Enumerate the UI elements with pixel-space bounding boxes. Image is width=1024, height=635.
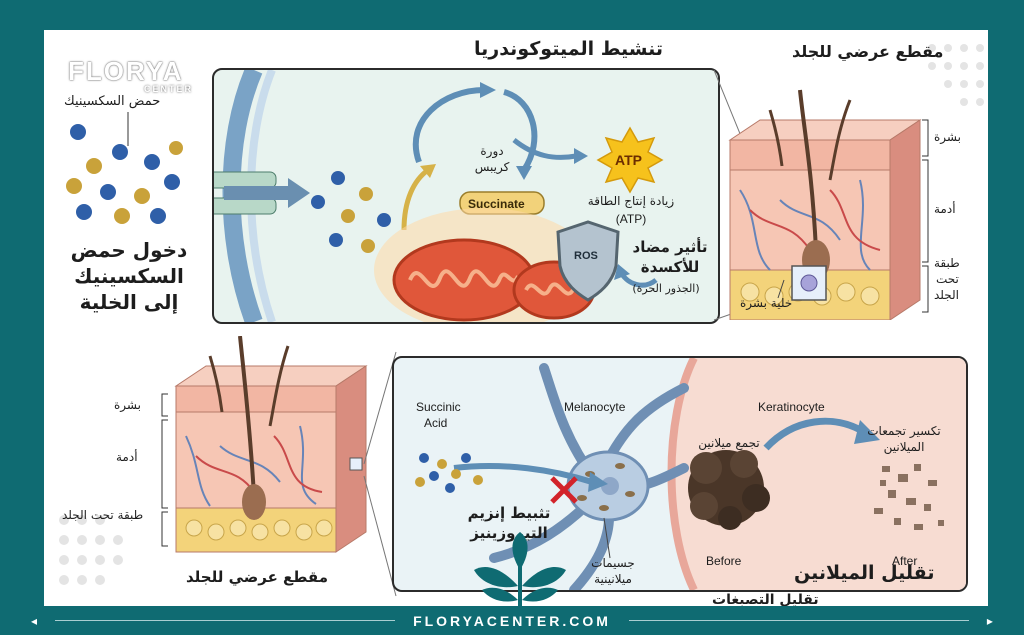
reduce-melanin-title: تقليل الميلانين <box>794 562 935 584</box>
after-label: After <box>892 554 918 568</box>
breakup-label-line1: تكسير تجمعات <box>867 424 941 438</box>
footer-divider-left <box>55 620 396 621</box>
skin-section-title-top: مقطع عرضي للجلد <box>792 42 944 61</box>
succinic-acid-label-line2: Acid <box>424 416 448 430</box>
succinic-acid-label: حمض السكسينيك <box>64 94 161 109</box>
footer-arrow-left-icon: ◂ <box>31 613 38 628</box>
succinic-acid-label-line1: Succinic <box>416 400 461 414</box>
atp-star-label: ATP <box>615 152 642 168</box>
melanin-panel: Succinic Acid Melanocyte Keratinocyte تث… <box>392 356 968 592</box>
skin-cell-pointer <box>777 279 785 299</box>
layer-subcutaneous-top-2: تحت <box>936 272 959 286</box>
footer-arrow-right-icon: ▸ <box>986 613 993 628</box>
free-radicals-label: (الجذور الحرة) <box>632 282 700 295</box>
layer-brackets-bottom <box>161 393 168 547</box>
footer-divider-right <box>628 620 969 621</box>
layer-epidermis-top: بشرة <box>934 130 961 144</box>
pigmentation-title-cut: تقليل التصبغات <box>712 592 819 606</box>
skin-section-title-bottom: مقطع عرضي للجلد <box>186 568 328 586</box>
layer-dermis-bottom: أدمة <box>116 450 138 464</box>
keratinocyte-label: Keratinocyte <box>758 400 825 414</box>
florya-leaf-emblem <box>474 532 566 606</box>
footer-bar: ◂ FLORYACENTER.COM ▸ <box>0 606 1024 635</box>
entry-text-line1: دخول حمض <box>70 238 188 262</box>
mitochondria-panel: دورة كريبس Succinate ATP زيادة إنتاج الط… <box>212 68 720 324</box>
breakup-label-line2: الميلانين <box>883 440 925 454</box>
skin-cross-section-bottom <box>174 336 368 553</box>
succinic-molecules <box>66 112 183 224</box>
layer-subcutaneous-top-3: الجلد <box>934 288 960 302</box>
layer-epidermis-bottom: بشرة <box>114 398 141 412</box>
succinate-label: Succinate <box>468 197 525 211</box>
layer-brackets-top <box>922 119 929 313</box>
krebs-cycle-label-line2: كريبس <box>474 160 510 174</box>
infographic-board: FLORYA CENTER حمض السكسينيك دخول حمض الس… <box>44 30 988 606</box>
tyrosinase-inhibition-line2: التيروزينيز <box>470 524 548 542</box>
melanin-cluster-label: تجمع ميلانين <box>698 436 760 450</box>
entry-text-line2: السكسينيك <box>74 264 184 288</box>
tyrosinase-inhibition-line1: تثبيط إنزيم <box>467 504 551 522</box>
antioxidant-line1: تأثير مضاد <box>632 238 708 256</box>
zoom-connector-lines-bottom <box>363 351 397 597</box>
layer-subcutaneous-bottom: طبقة تحت الجلد <box>62 508 144 522</box>
brand-logo-sub: CENTER <box>144 84 194 94</box>
mitochondria-panel-title: تنشيط الميتوكوندريا <box>474 38 664 60</box>
energy-label-line1: زيادة إنتاج الطاقة <box>587 194 675 208</box>
mitochondria-panel-art <box>214 70 664 322</box>
dot-pattern-decoration <box>928 44 984 106</box>
energy-label-line2: (ATP) <box>615 212 647 226</box>
melanosomes-label-line1: جسيمات <box>591 556 635 570</box>
layer-dermis-top: أدمة <box>934 202 956 216</box>
skin-cell-label: خلية بشرة <box>740 296 793 310</box>
melanosomes-label-line2: ميلانينية <box>594 572 632 586</box>
antioxidant-line2: للأكسدة <box>640 258 700 276</box>
melanin-panel-art <box>415 358 966 590</box>
skin-cross-section-top <box>728 89 922 320</box>
krebs-cycle-label-line1: دورة <box>480 144 504 158</box>
entry-text-line3: إلى الخلية <box>79 290 179 314</box>
ros-label: ROS <box>574 250 598 262</box>
footer-website-link[interactable]: FLORYACENTER.COM <box>413 612 611 629</box>
layer-subcutaneous-top-1: طبقة <box>934 256 960 270</box>
dot-pattern-decoration <box>59 515 123 585</box>
brand-logo: FLORYA <box>68 56 184 86</box>
melanocyte-label: Melanocyte <box>564 400 626 414</box>
before-label: Before <box>706 554 742 568</box>
